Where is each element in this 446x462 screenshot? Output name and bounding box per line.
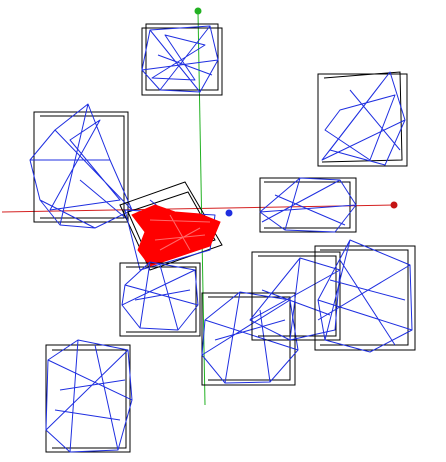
object-bottom-left[interactable] <box>45 339 133 453</box>
object-top-center[interactable] <box>141 23 223 96</box>
red-mesh[interactable] <box>119 181 223 271</box>
y-axis-line <box>197 11 206 406</box>
x-axis-handle[interactable] <box>390 201 398 209</box>
object-top-right[interactable] <box>317 71 408 167</box>
object-right-middle[interactable] <box>259 177 357 233</box>
x-axis-line <box>1 204 395 213</box>
object-right-bottom-b[interactable] <box>314 239 416 353</box>
object-center-left[interactable] <box>119 261 201 337</box>
object-center-bottom[interactable] <box>201 291 299 386</box>
z-axis-handle[interactable] <box>225 209 233 217</box>
y-axis-handle[interactable] <box>194 7 202 15</box>
object-left[interactable] <box>29 103 133 229</box>
